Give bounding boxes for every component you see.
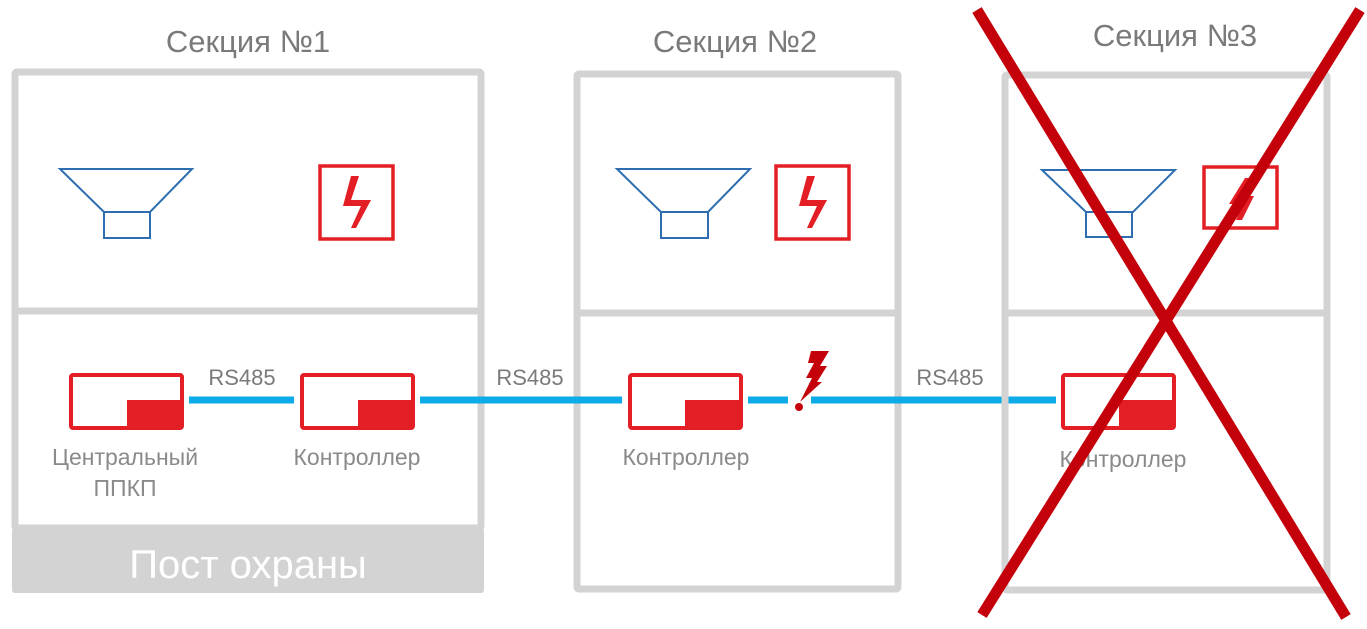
- rs485-link-1-label: RS485: [208, 365, 275, 390]
- red-cross-icon: [972, 7, 1365, 620]
- section-2: Секция №2 RS485 Контроллер RS485: [420, 24, 1056, 593]
- section-1-title: Секция №1: [166, 24, 330, 59]
- central-panel-device[interactable]: [69, 373, 184, 430]
- lightning-alarm-icon: [774, 164, 851, 241]
- section-3-frame: [1001, 71, 1331, 594]
- section-2-title: Секция №2: [653, 24, 817, 59]
- rs485-link-3-label: RS485: [916, 365, 983, 390]
- controller-2-device[interactable]: [628, 373, 743, 430]
- section-3-title: Секция №3: [1093, 18, 1257, 53]
- guard-post-band: [12, 528, 484, 593]
- guard-post-label: Пост охраны: [129, 543, 367, 587]
- speaker-icon: [57, 168, 195, 239]
- section-3: Секция №3 Контроллер: [972, 7, 1365, 620]
- lightning-alarm-icon: [318, 164, 395, 241]
- line-break-fault-icon: [788, 351, 829, 415]
- controller-1-label: Контроллер: [294, 444, 421, 470]
- section-1: Секция №1 Пост охраны Центральный ППКП R…: [11, 24, 485, 593]
- controller-2-label: Контроллер: [623, 444, 750, 470]
- section-1-frame: [11, 68, 485, 532]
- central-panel-label-line1: Центральный: [52, 444, 198, 470]
- speaker-icon: [614, 168, 753, 239]
- controller-1-device[interactable]: [300, 373, 415, 430]
- central-panel-label-line2: ППКП: [94, 475, 157, 501]
- section-2-frame: [573, 70, 902, 593]
- rs485-link-2-label: RS485: [496, 365, 563, 390]
